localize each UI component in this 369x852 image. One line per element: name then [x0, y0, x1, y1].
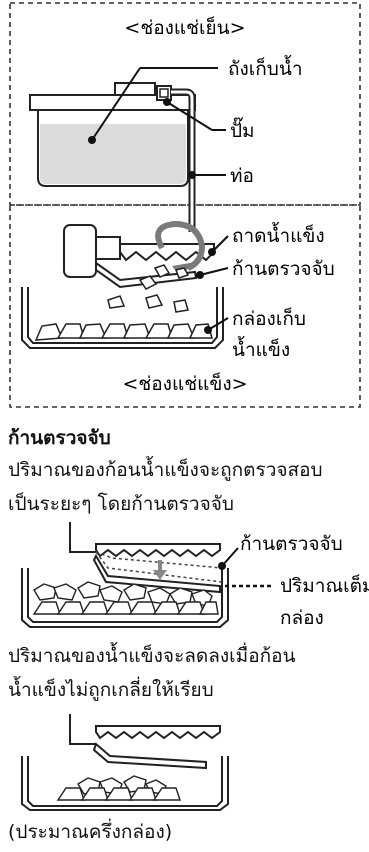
detection-arm — [95, 261, 198, 289]
fridge-label: <ช่องแช่เย็น> — [124, 15, 245, 39]
bin-label-line2: น้ำแข็ง — [232, 336, 290, 361]
tray-label: ถาดน้ำแข็ง — [232, 222, 325, 247]
bin-label-line1: กล่องเก็บ — [232, 306, 306, 330]
full-bin-diagram: ก้านตรวจจับ ปริมาณเต็ม กล่อง — [21, 522, 369, 629]
fridge-compartment — [9, 2, 361, 206]
pipe-label: ท่อ — [230, 165, 254, 187]
ice-pile — [34, 323, 213, 341]
para1-line1: ปริมาณของก้อนน้ำแข็งจะถูกตรวจสอบ — [8, 459, 323, 481]
pump-housing — [114, 82, 156, 96]
arm-label-2: ก้านตรวจจับ — [240, 533, 343, 555]
icemaker-motor — [63, 224, 97, 278]
freezer-compartment — [9, 204, 361, 408]
ice-maker-diagram: <ช่องแช่เย็น> ถังเก็บน้ำ ปั๊ม ท่อ — [9, 2, 361, 408]
para2-line1: ปริมาณของน้ำแข็งจะลดลงเมื่อก้อน — [8, 645, 296, 667]
freezer-label: <ช่องแช่แข็ง> — [122, 371, 247, 395]
ice-bin — [21, 287, 224, 349]
pump-label: ปั๊ม — [230, 117, 255, 142]
full-label-line2: กล่อง — [280, 607, 324, 629]
para1-line2: เป็นระยะๆ โดยก้านตรวจจับ — [8, 493, 234, 515]
rotation-arrow — [155, 220, 206, 271]
full-label-line1: ปริมาณเต็ม — [280, 573, 369, 597]
arm-label: ก้านตรวจจับ — [232, 258, 335, 280]
para2-line2: น้ำแข็งไม่ถูกเกลี่ยให้เรียบ — [8, 679, 214, 701]
half-bin-diagram — [21, 714, 229, 811]
caption: (ประมาณครึ่งกล่อง) — [8, 821, 173, 843]
tank-water — [40, 124, 186, 184]
section-heading: ก้านตรวจจับ — [8, 427, 111, 449]
tank-label: ถังเก็บน้ำ — [228, 55, 303, 80]
falling-ice — [107, 264, 190, 313]
